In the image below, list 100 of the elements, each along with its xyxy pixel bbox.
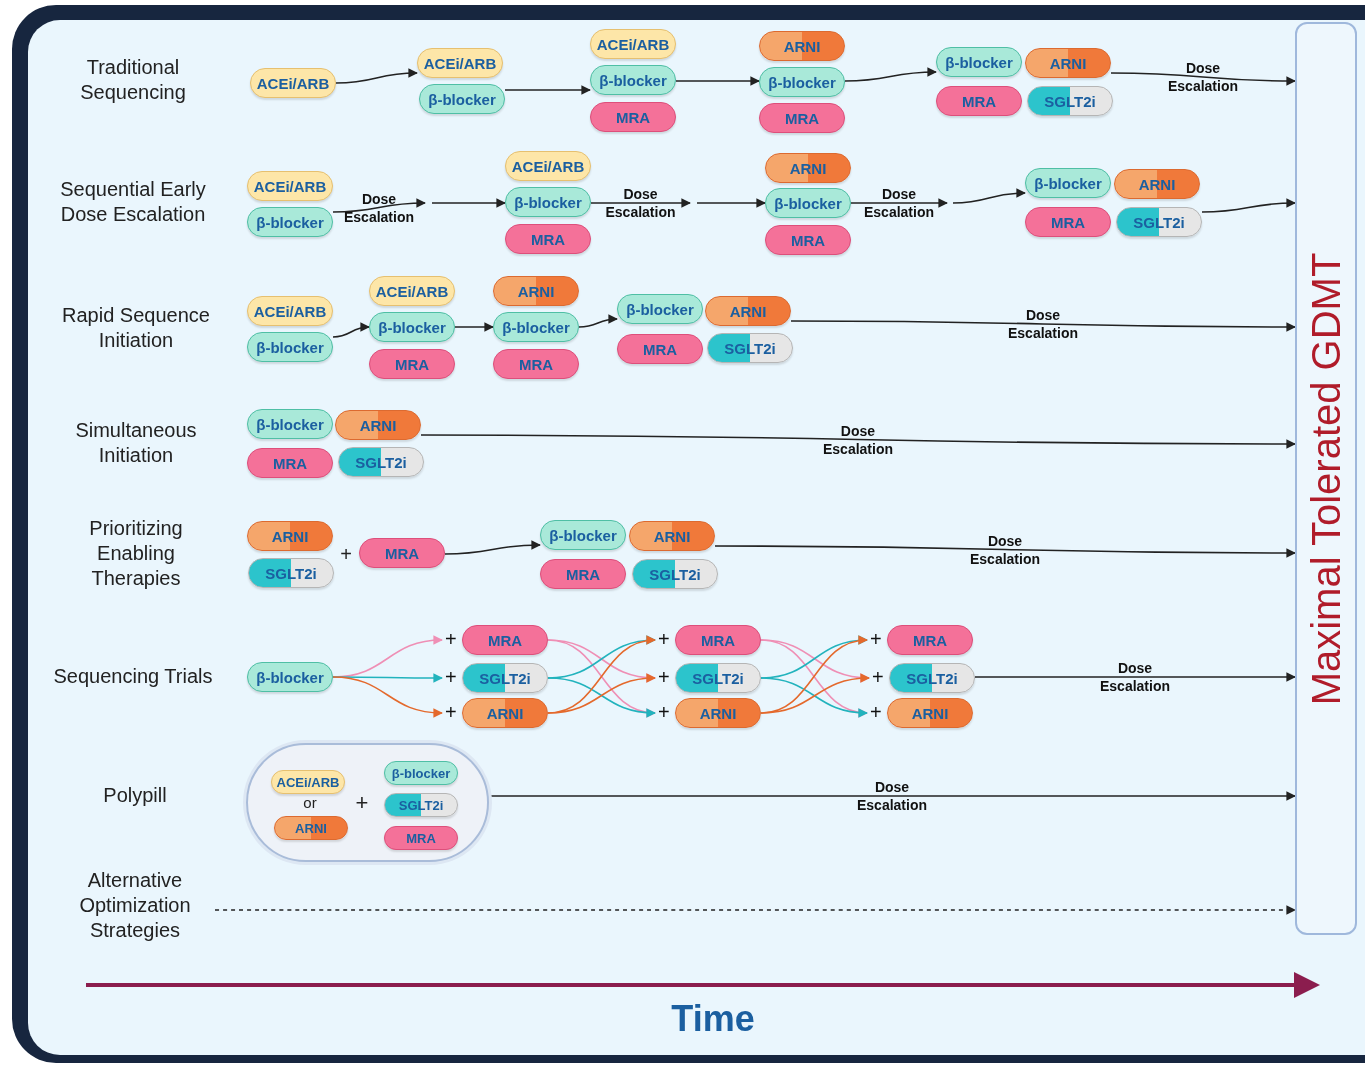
arrow: [504, 85, 591, 95]
drug-capsule: ARNI: [335, 410, 421, 440]
drug-capsule: β-blocker: [1025, 168, 1111, 198]
drug-capsule: β-blocker: [247, 662, 333, 692]
edge-label: Dose Escalation: [863, 185, 935, 221]
arrow: [578, 314, 618, 328]
drug-capsule: β-blocker: [590, 65, 676, 95]
arrow: [952, 188, 1026, 204]
drug-capsule: MRA: [359, 538, 445, 568]
arrow: [332, 322, 370, 338]
drug-capsule: MRA: [675, 625, 761, 655]
edge-label: Dose Escalation: [604, 185, 677, 221]
drug-capsule: β-blocker: [419, 84, 505, 114]
drug-capsule: β-blocker: [540, 520, 626, 550]
curved-arrow: [332, 676, 443, 718]
plus-sign: +: [872, 666, 884, 688]
drug-capsule: β-blocker: [247, 409, 333, 439]
arrow: [454, 322, 494, 332]
drug-capsule: ARNI: [462, 698, 548, 728]
drug-capsule: ARNI: [629, 521, 715, 551]
operator-sign: +: [339, 541, 353, 567]
row-title: Rapid Sequence Initiation: [61, 303, 211, 353]
drug-capsule: ACEi/ARB: [247, 171, 333, 201]
plus-sign: +: [870, 701, 882, 723]
drug-capsule: ARNI: [705, 296, 791, 326]
arrow: [790, 320, 1296, 332]
drug-capsule: MRA: [540, 559, 626, 589]
plus-sign: +: [658, 628, 670, 650]
row-title: Traditional Sequencing: [79, 55, 187, 105]
drug-capsule: MRA: [462, 625, 548, 655]
edge-label: Dose Escalation: [821, 421, 894, 458]
arrow: [714, 545, 1296, 558]
drug-capsule: ACEi/ARB: [250, 68, 336, 98]
drug-capsule: MRA: [617, 334, 703, 364]
drug-capsule: SGLT2i: [889, 663, 975, 693]
drug-capsule: β-blocker: [936, 47, 1022, 77]
drug-capsule: ACEi/ARB: [590, 29, 676, 59]
drug-capsule: SGLT2i: [338, 447, 424, 477]
result-panel: [1295, 22, 1357, 935]
operator-sign: +: [354, 789, 370, 817]
drug-capsule: β-blocker: [493, 312, 579, 342]
drug-capsule: SGLT2i: [707, 333, 793, 363]
plus-sign: +: [445, 628, 457, 650]
plus-sign: +: [445, 701, 457, 723]
drug-capsule: MRA: [493, 349, 579, 379]
drug-capsule: β-blocker: [247, 332, 333, 362]
arrow: [1201, 198, 1296, 213]
drug-capsule: ARNI: [887, 698, 973, 728]
drug-capsule: SGLT2i: [675, 663, 761, 693]
arrow: [974, 672, 1296, 682]
arrow: [431, 198, 506, 208]
drug-capsule: ACEi/ARB: [369, 276, 455, 306]
arrow: [444, 540, 541, 555]
edge-label: Dose Escalation: [856, 778, 928, 814]
drug-capsule: ARNI: [493, 276, 579, 306]
axis-title: Time: [670, 996, 756, 1041]
edge-label: Dose Escalation: [969, 531, 1041, 568]
row-title: Sequential Early Dose Escalation: [59, 177, 207, 227]
drug-capsule: MRA: [759, 103, 845, 133]
drug-capsule: SGLT2i: [462, 663, 548, 693]
drug-capsule: MRA: [384, 826, 458, 850]
edge-label: Dose Escalation: [1099, 659, 1171, 695]
arrow: [696, 198, 766, 208]
drug-capsule: ARNI: [1114, 169, 1200, 199]
drug-capsule: ARNI: [675, 698, 761, 728]
plus-sign: +: [870, 628, 882, 650]
drug-capsule: ARNI: [759, 31, 845, 61]
drug-capsule: MRA: [505, 224, 591, 254]
row-title: Prioritizing Enabling Therapies: [88, 515, 184, 591]
drug-capsule: ARNI: [274, 816, 348, 840]
drug-capsule: MRA: [765, 225, 851, 255]
drug-capsule: ARNI: [247, 521, 333, 551]
arrow: [850, 198, 948, 208]
arrow: [1110, 72, 1296, 86]
drug-capsule: ARNI: [1025, 48, 1111, 78]
vertical-title: Maximal Tolerated GDMT: [1303, 252, 1349, 705]
connector-word: or: [302, 793, 318, 813]
edge-label: Dose Escalation: [1007, 306, 1079, 342]
drug-capsule: SGLT2i: [1116, 207, 1202, 237]
drug-capsule: β-blocker: [384, 761, 458, 785]
drug-capsule: β-blocker: [759, 67, 845, 97]
drug-capsule: β-blocker: [247, 207, 333, 237]
drug-capsule: MRA: [1025, 207, 1111, 237]
drug-capsule: β-blocker: [369, 312, 455, 342]
drug-capsule: ACEi/ARB: [247, 296, 333, 326]
drug-capsule: MRA: [887, 625, 973, 655]
arrow: [590, 198, 691, 208]
drug-capsule: ACEi/ARB: [417, 48, 503, 78]
edge-label: Dose Escalation: [343, 189, 415, 226]
arrow: [335, 68, 418, 84]
drug-capsule: SGLT2i: [1027, 86, 1113, 116]
plus-sign: +: [658, 701, 670, 723]
drug-capsule: MRA: [936, 86, 1022, 116]
drug-capsule: SGLT2i: [248, 558, 334, 588]
drug-capsule: ACEi/ARB: [505, 151, 591, 181]
arrow: [420, 434, 1296, 449]
drug-capsule: SGLT2i: [384, 793, 458, 817]
drug-capsule: ACEi/ARB: [271, 770, 345, 794]
row-title: Alternative Optimization Strategies: [55, 868, 215, 943]
arrow: [214, 905, 1296, 915]
